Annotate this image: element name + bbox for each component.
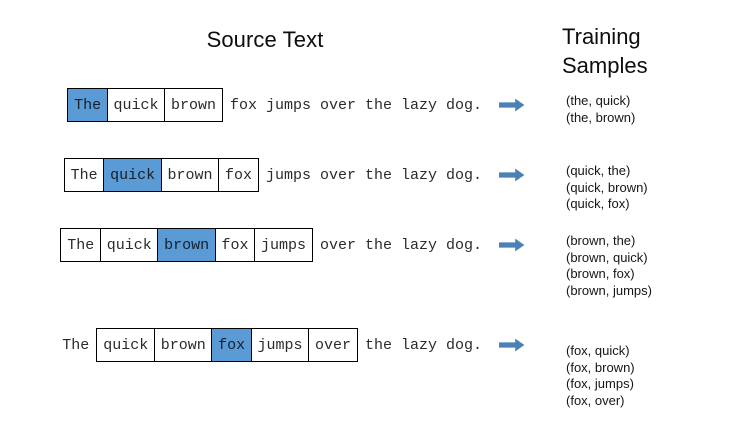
context-word-cell-over: over — [307, 328, 358, 362]
training-sample-pair: (quick, brown) — [566, 179, 648, 195]
training-sample-pair: (quick, the) — [566, 163, 631, 178]
training-sample-pair: (brown, the) — [566, 233, 636, 248]
context-word-cell-brown: brown — [153, 328, 213, 362]
training-samples-title-line-1: Training — [562, 24, 641, 49]
training-sample-pair: (brown, jumps) — [566, 282, 652, 298]
training-samples-group-4: (fox, quick)(fox, brown)(fox, jumps)(fox… — [566, 343, 635, 409]
context-word-cell-brown: brown — [163, 88, 223, 122]
right-arrow-icon — [497, 228, 527, 262]
context-word-cell-jumps: jumps — [250, 328, 310, 362]
training-samples-group-2: (quick, the)(quick, brown)(quick, fox) — [566, 163, 648, 213]
right-arrow-icon — [497, 158, 527, 192]
context-word-cell-quick: quick — [106, 88, 166, 122]
page-title-source-text: Source Text — [206, 27, 324, 52]
context-word-cell-fox: fox — [217, 158, 259, 192]
context-word-cell-quick: quick — [96, 328, 156, 362]
context-word-cell-brown: brown — [160, 158, 220, 192]
page-title-training-samples: Training Samples — [562, 22, 731, 80]
training-samples-group-1: (the, quick)(the, brown) — [566, 93, 635, 126]
sentence-tail-1: fox jumps over the lazy dog. — [229, 96, 482, 114]
training-sample-pair: (brown, quick) — [566, 249, 648, 265]
context-word-cell-jumps: jumps — [253, 228, 313, 262]
context-word-cell-the: The — [60, 228, 102, 262]
training-sample-pair: (fox, brown) — [566, 359, 635, 375]
right-arrow-icon — [497, 88, 527, 122]
training-samples-title-line-2: Samples — [562, 53, 648, 78]
training-sample-pair: (fox, over) — [566, 392, 625, 408]
context-word-cell-the: The — [62, 336, 90, 354]
training-sample-pair: (fox, jumps) — [566, 376, 634, 391]
training-sample-pair: (the, brown) — [566, 109, 636, 125]
sentence-tail-4: the lazy dog. — [364, 336, 482, 354]
context-word-cell-the: The — [63, 158, 105, 192]
center-word-cell-quick: quick — [103, 158, 163, 192]
center-word-cell-fox: fox — [211, 328, 253, 362]
training-samples-group-3: (brown, the)(brown, quick)(brown, fox)(b… — [566, 233, 652, 299]
center-word-cell-the: The — [67, 88, 109, 122]
sentence-tail-3: over the lazy dog. — [319, 236, 482, 254]
training-sample-pair: (quick, fox) — [566, 196, 630, 211]
sentence-tail-2: jumps over the lazy dog. — [265, 166, 482, 184]
right-arrow-icon — [497, 328, 527, 362]
context-word-cell-fox: fox — [214, 228, 256, 262]
center-word-cell-brown: brown — [157, 228, 217, 262]
training-sample-pair: (the, quick) — [566, 93, 631, 108]
training-sample-pair: (brown, fox) — [566, 266, 635, 281]
training-sample-pair: (fox, quick) — [566, 343, 630, 358]
context-word-cell-quick: quick — [99, 228, 159, 262]
